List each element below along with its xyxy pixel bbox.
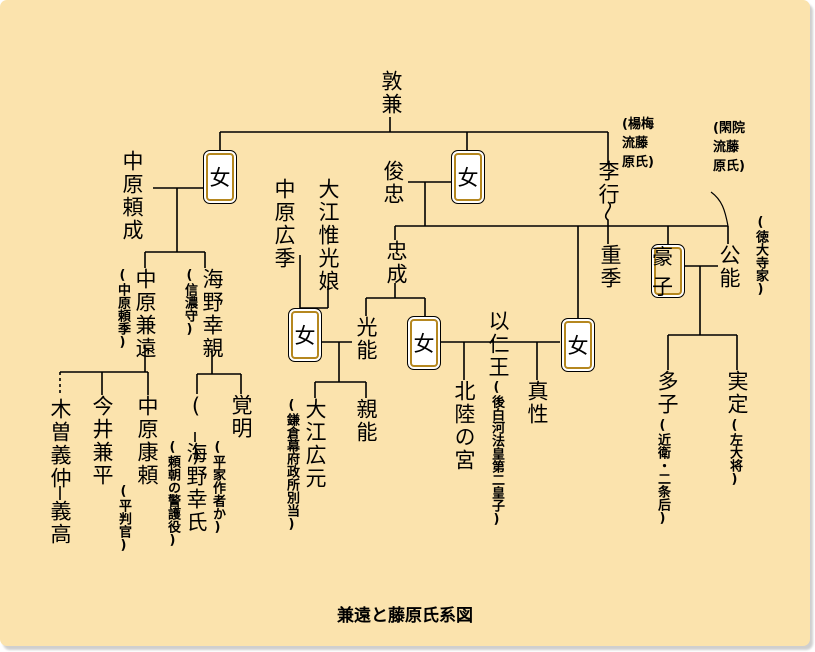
mochihito-name: 以仁王 <box>486 310 510 379</box>
nakahara-yorinari-note: (中原頼季) <box>115 268 130 350</box>
goshirakawa-prince-note: (後白河法皇第二皇子) <box>489 380 504 527</box>
mitsuyoshi-name: 光能 <box>354 316 378 362</box>
unno-yukichika-name: 海野幸親 <box>200 268 224 360</box>
daughter-box-3: 女 <box>288 308 322 362</box>
tokukane-name: 敦兼 <box>379 70 403 116</box>
nakahara-yasuyori-name: 中原康頼 <box>135 395 159 487</box>
yoritomo-bodyguard-note: (頼朝の警護役) <box>165 440 180 548</box>
toshitada-name: 俊忠 <box>381 160 405 206</box>
imai-kanehira-name: 今井兼平 <box>90 395 114 487</box>
kamakura-bakufu-note: (鎌倉幕府政所別当) <box>284 398 299 532</box>
tokudaiji-note: (徳大寺家) <box>753 215 768 297</box>
yoshitaka-name: 義高 <box>48 500 72 546</box>
sanesada-name: 実定 <box>725 370 749 416</box>
suenari-name: 李行 <box>596 160 620 206</box>
kiso-yoshinaka-name: 木曽義仲 <box>48 398 72 490</box>
kakumyo-name: 覚明 <box>229 394 253 440</box>
daughter-box-1: 女 <box>203 150 237 204</box>
chikayoshi-name: 親能 <box>354 398 378 444</box>
daughter-box-2: 女 <box>451 150 485 204</box>
unno-yukiuji-name: 海野幸氏 <box>184 442 208 534</box>
nakahara-kanetoo-name: 中原兼遠 <box>133 268 157 360</box>
yanagiume-note: (楊梅流藤原氏) <box>622 117 654 170</box>
daughter-box-4: 女 <box>407 316 441 370</box>
takako-name: 多子 <box>655 370 679 416</box>
shinano-no-kami-note: (信濃守) <box>182 268 197 337</box>
paren-blank: ( ) <box>184 394 208 469</box>
nakahara-yorinari-name: 中原頼成 <box>120 150 144 242</box>
goshi-box: 豪子 <box>651 244 685 299</box>
shigesue-name: 重季 <box>598 244 622 290</box>
kanin-note: (閑院流藤原氏) <box>713 121 745 174</box>
hokuriku-no-miya-name: 北陸の宮 <box>452 380 476 472</box>
kinyoshi-name: 公能 <box>717 244 741 290</box>
oe-koremitsu-daughter-name: 大江惟光娘 <box>316 178 340 293</box>
shinsho-name: 真性 <box>525 380 549 426</box>
sadaijin-note: (左大将) <box>727 418 742 487</box>
heihangan-note: (平判官) <box>116 484 131 553</box>
heike-author-note: (平家作者か) <box>210 440 225 535</box>
tadanari-name: 忠成 <box>384 240 408 286</box>
daughter-box-5: 女 <box>561 318 595 372</box>
diagram-caption: 兼遠と藤原氏系図 <box>337 606 473 626</box>
konoe-nijo-note: (近衛・二条后) <box>655 418 670 526</box>
oe-hiromoto-name: 大江広元 <box>303 398 327 490</box>
nakahara-hirosue-name: 中原広季 <box>272 178 296 270</box>
